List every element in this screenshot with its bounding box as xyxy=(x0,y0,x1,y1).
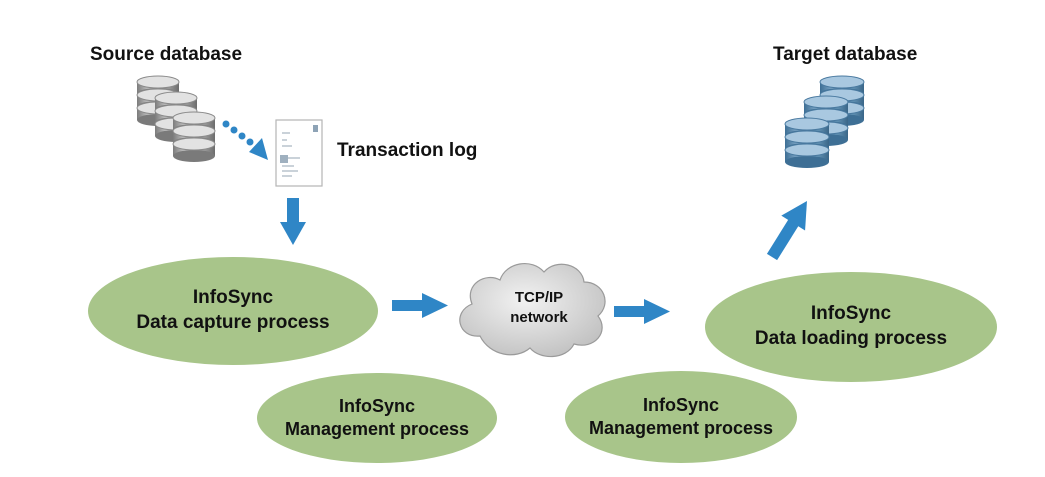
data-loading-process-name: Data loading process xyxy=(754,328,948,349)
source-database-icon xyxy=(136,75,216,163)
network-line2: network xyxy=(510,309,568,327)
management-process-right-title: InfoSync xyxy=(642,394,719,415)
transaction-log-label: Transaction log xyxy=(337,140,478,161)
transaction-log-document-icon xyxy=(275,119,323,187)
arrow-down-icon xyxy=(280,198,306,245)
data-capture-process-name: Data capture process xyxy=(136,312,330,333)
management-process-left-name: Management process xyxy=(284,419,470,439)
network-line1: TCP/IP xyxy=(514,289,564,306)
arrow-right-icon xyxy=(614,299,670,324)
dotted-arrow-icon xyxy=(222,120,268,160)
data-loading-process: InfoSync Data loading process xyxy=(705,272,997,382)
arrow-right-icon xyxy=(392,293,448,318)
target-database-label: Target database xyxy=(773,44,918,65)
management-process-right-name: Management process xyxy=(588,418,774,438)
tcpip-network-label: TCP/IP network xyxy=(484,288,594,329)
management-process-right: InfoSync Management process xyxy=(565,371,797,463)
source-database-label: Source database xyxy=(90,44,243,65)
management-process-left: InfoSync Management process xyxy=(257,373,497,463)
data-capture-process: InfoSync Data capture process xyxy=(88,257,378,365)
arrow-up-right-icon xyxy=(766,201,807,261)
data-capture-process-title: InfoSync xyxy=(192,287,274,309)
target-database-icon xyxy=(784,75,865,169)
data-loading-process-title: InfoSync xyxy=(810,303,892,325)
cloud-icon xyxy=(459,263,606,358)
management-process-left-title: InfoSync xyxy=(338,395,415,416)
